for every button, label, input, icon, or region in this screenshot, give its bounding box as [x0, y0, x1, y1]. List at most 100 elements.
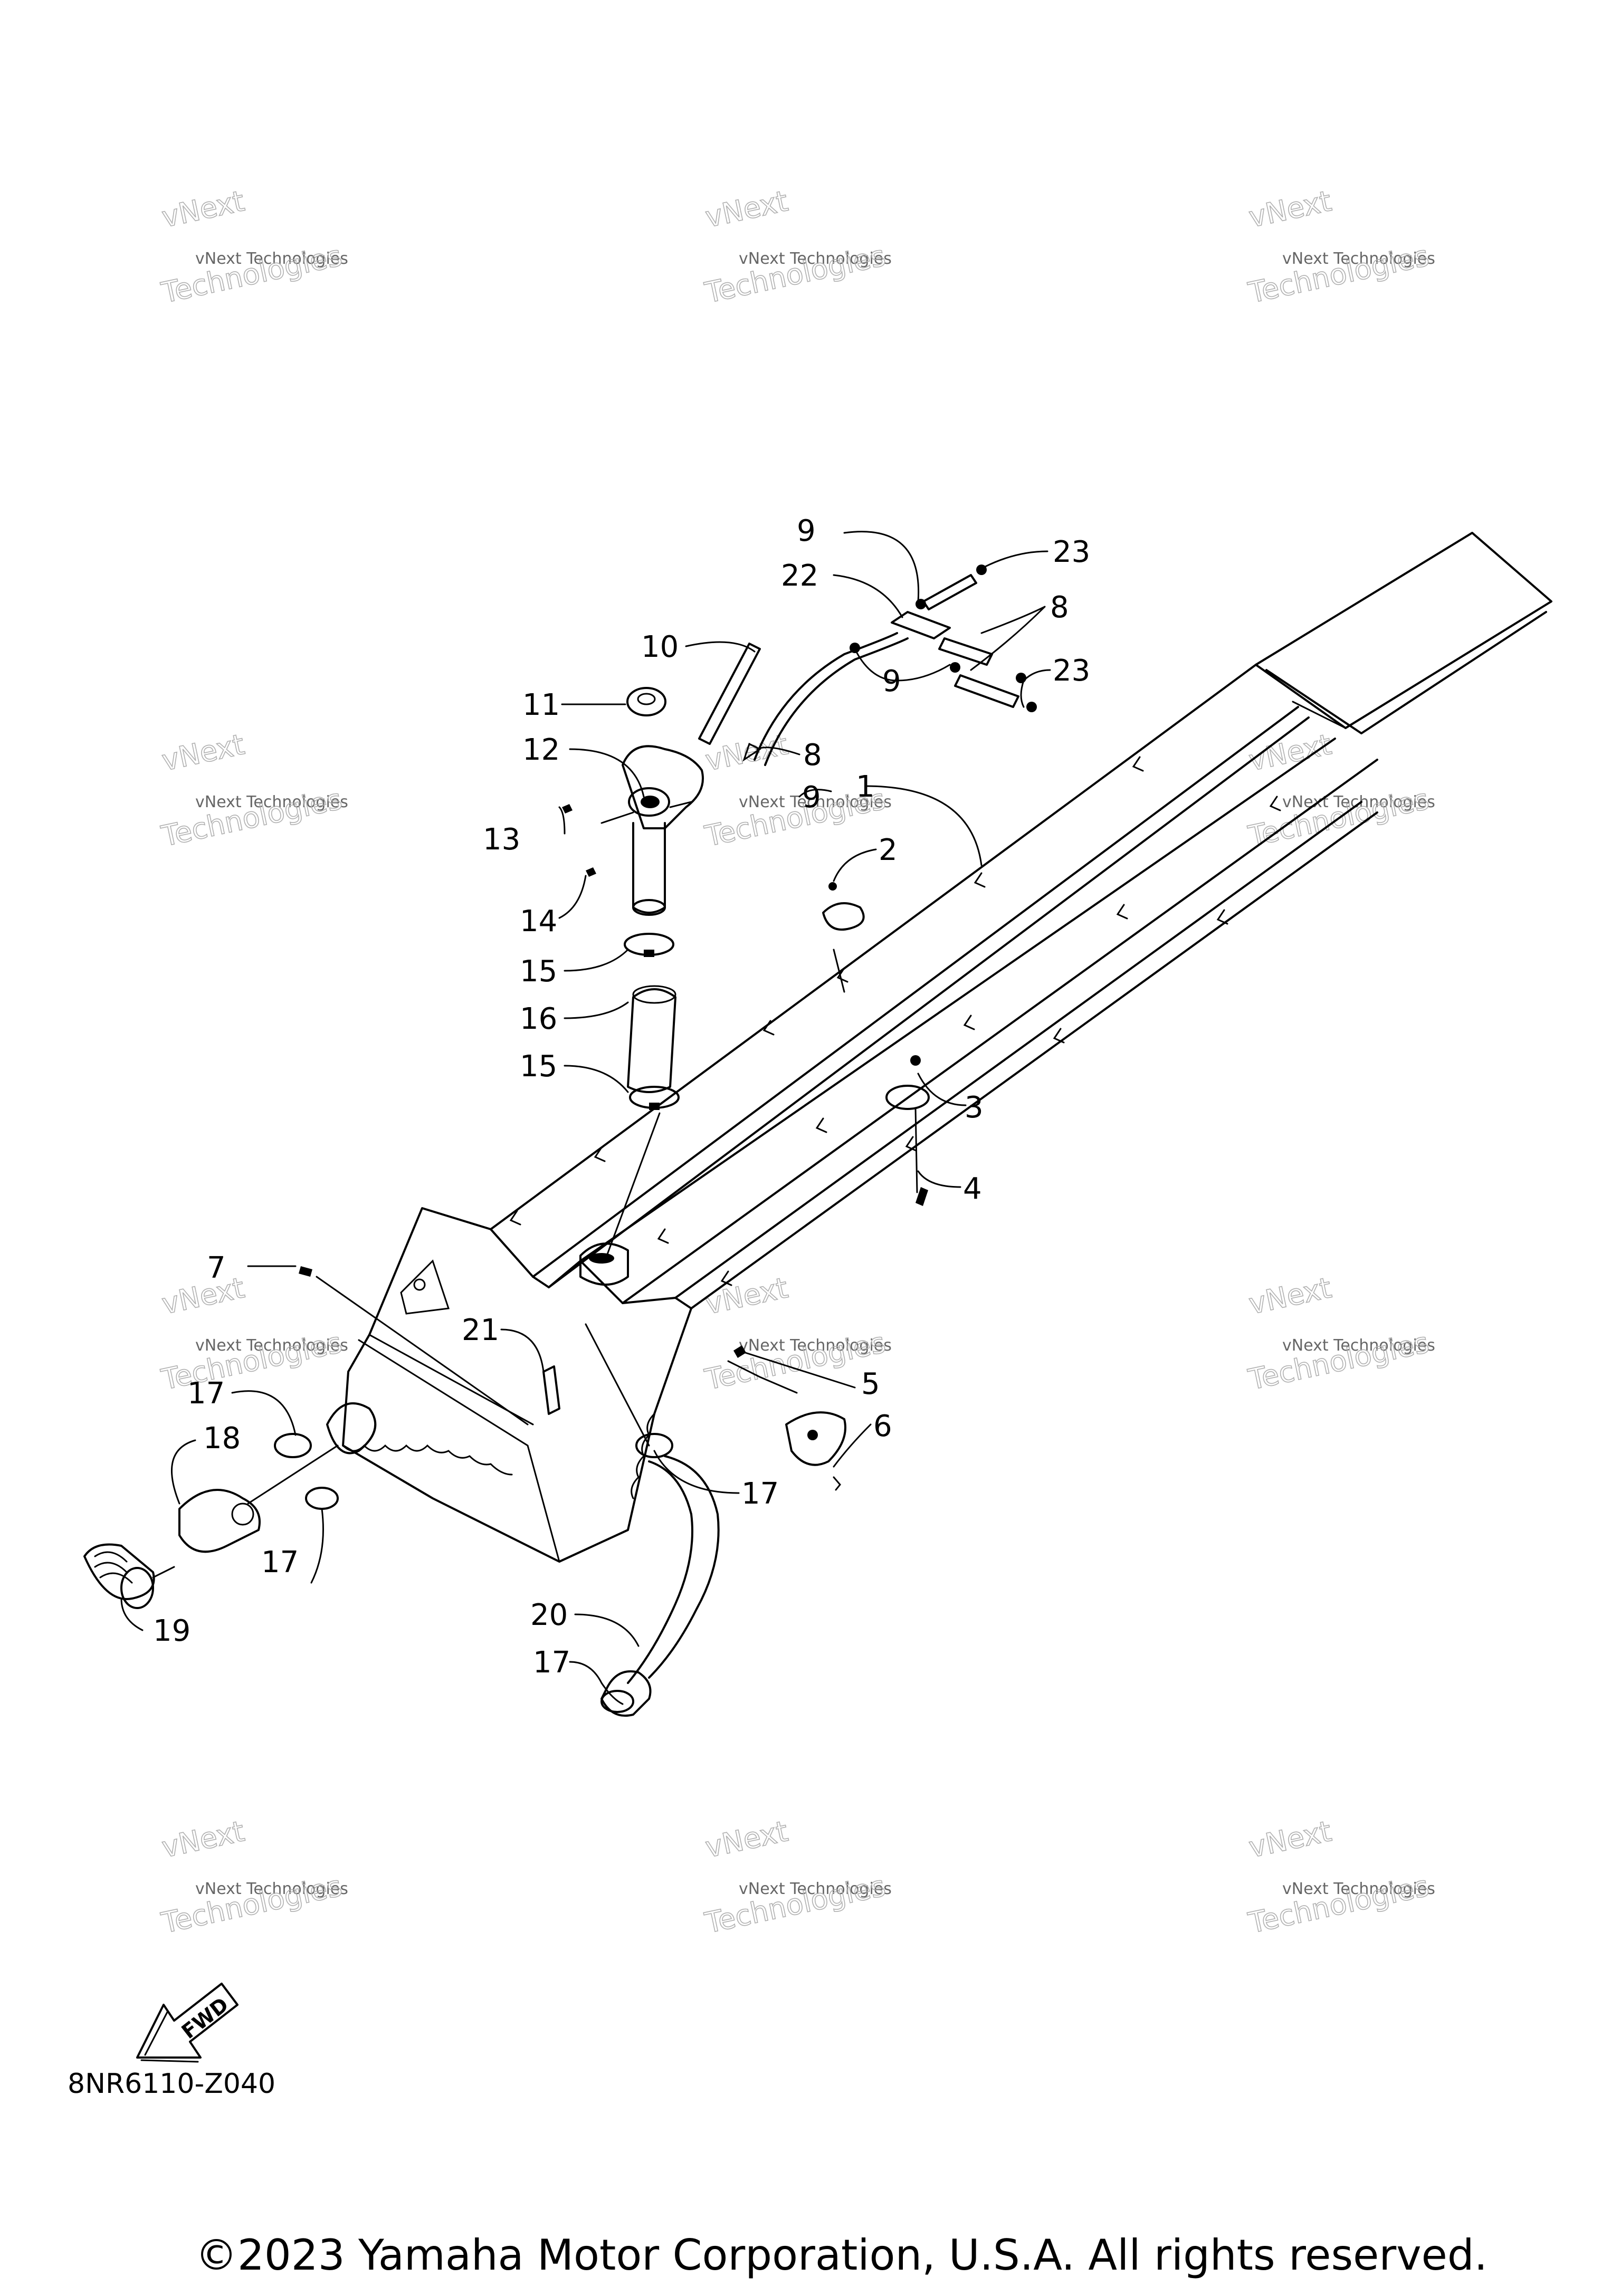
tank-rail-lower [622, 759, 1378, 1304]
rail-notch [1269, 796, 1281, 811]
rail-notch [836, 967, 848, 983]
leader-20 [574, 1613, 640, 1647]
rail-notches [509, 756, 1281, 1286]
copyright-notice: ©2023 Yamaha Motor Corporation, U.S.A. A… [195, 2231, 1488, 2280]
callout-22: 22 [781, 559, 818, 593]
watermark-text: vNext [159, 1271, 247, 1321]
leader-3 [917, 1073, 967, 1106]
callout-7: 7 [207, 1251, 226, 1285]
watermark-text: vNext Technologies [739, 1336, 892, 1355]
watermark: vNext vNext Technologies Technologies [1245, 1814, 1435, 1940]
callout-17: 17 [187, 1376, 225, 1411]
watermark: vNext vNext Technologies Technologies [158, 727, 348, 853]
clip-21 [542, 1365, 560, 1415]
fwd-arrow-icon: FWD [136, 1983, 239, 2063]
leader-10 [685, 641, 756, 653]
tank-rail-mid-upper-2 [548, 716, 1310, 1288]
tank-front-bracket [400, 1259, 450, 1315]
filler-neck-mount-ears [600, 801, 692, 824]
watermark-text: vNext Technologies [195, 1880, 348, 1898]
breather-hose-8-lower [938, 637, 993, 666]
filler-hose-top [632, 985, 676, 1004]
watermark: vNext vNext Technologies Technologies [1245, 1270, 1435, 1396]
callout-17: 17 [261, 1545, 299, 1580]
plate-6-center [807, 1430, 818, 1440]
watermark-text: vNext Technologies [1282, 1336, 1435, 1355]
rail-notch [963, 1015, 975, 1030]
watermark-text: vNext [1246, 1271, 1334, 1321]
long-hose-20-outline [648, 1455, 720, 1679]
rail-notch [657, 1228, 669, 1244]
elbow-guide [247, 1444, 339, 1505]
callout-2: 2 [879, 833, 898, 867]
breather-nipple [742, 742, 761, 762]
watermark-text: vNext [1246, 1814, 1334, 1864]
hose-clamp-17 [305, 1487, 339, 1510]
leader-15-lower [564, 1065, 629, 1093]
hose-clip-9 [950, 662, 960, 673]
leader-21 [500, 1328, 545, 1373]
filler-guide-line [606, 1112, 661, 1257]
hose-clamp-17 [600, 1690, 634, 1713]
tank-rear-flange [1265, 611, 1547, 734]
callout-1: 1 [856, 770, 875, 804]
watermark: vNext vNext Technologies Technologies [701, 1814, 892, 1940]
watermark: vNext vNext Technologies Technologies [1245, 184, 1435, 310]
tank-front-seam [358, 1339, 560, 1563]
filler-neck-opening [628, 787, 670, 817]
small-parts [299, 882, 930, 1491]
grommet-19-ribs [94, 1551, 133, 1584]
bolt-4 [916, 1187, 928, 1206]
tank-rail-top [490, 664, 1257, 1230]
joint-22 [891, 611, 951, 639]
tank-lower-flange [342, 1444, 513, 1476]
tank-rail-bottom [674, 801, 1362, 1299]
leader-16 [564, 1001, 629, 1019]
rail-notch [905, 1136, 917, 1152]
rail-notch [1216, 909, 1228, 925]
elbow-hose-18-end [231, 1503, 254, 1526]
leader-9-top [843, 531, 920, 602]
callout-9: 9 [797, 514, 816, 548]
callout-9: 9 [802, 780, 821, 815]
long-hose-guide [585, 1323, 650, 1447]
watermark-text: vNext Technologies [1282, 250, 1435, 268]
rail-notch [1132, 756, 1144, 772]
callout-20: 20 [530, 1598, 568, 1632]
fwd-label: FWD [177, 1993, 233, 2043]
watermark-text: vNext [159, 1814, 247, 1864]
leader-17-b [310, 1508, 324, 1584]
callout-23: 23 [1053, 654, 1090, 688]
grommet-guide [152, 1566, 175, 1578]
watermark-text: vNext [1246, 184, 1334, 234]
tank-inlet-fitting [579, 1242, 629, 1286]
tank-bracket-hole [413, 1278, 426, 1291]
leader-19 [120, 1597, 144, 1631]
rail-notch [720, 1270, 732, 1286]
plate-6 [785, 1411, 846, 1466]
band-5 [727, 1360, 798, 1394]
leader-17-a [231, 1390, 297, 1436]
callout-21: 21 [462, 1313, 499, 1347]
callout-11: 11 [522, 688, 560, 722]
leader-4 [917, 1170, 961, 1188]
grommet-19-mouth [120, 1567, 154, 1609]
watermark-text: vNext Technologies [195, 250, 348, 268]
outlet-hoses [83, 1323, 720, 1717]
breather-hose-long-outline [764, 637, 909, 766]
leader-17-d [569, 1661, 624, 1705]
filler-neck-bottom [632, 899, 666, 916]
rail-notch [974, 872, 986, 888]
fuel-tank [326, 532, 1552, 1563]
leader-6 [833, 1423, 872, 1468]
fwd-arrow-shape [136, 1983, 239, 2059]
tank-rear-edge [1292, 701, 1347, 729]
hose-clamp-lower-screw [649, 1103, 660, 1110]
filler-neck-ring [641, 796, 660, 808]
breather-hose-8-upper [922, 574, 977, 610]
callout-8: 8 [1050, 590, 1069, 625]
watermark-text: vNext Technologies [1282, 1880, 1435, 1898]
watermark-text: vNext [702, 184, 790, 234]
sensor-clip-2 [828, 882, 837, 891]
